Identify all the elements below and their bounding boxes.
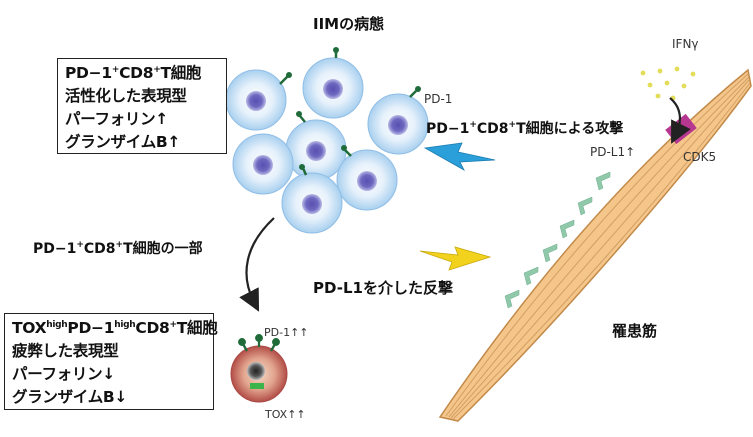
counterattack-bolt [419,246,492,271]
subset-label: PD−1+CD8+T細胞の一部 [33,240,203,258]
box-bottom-line3: パーフォリン↓ [12,365,115,383]
cdk5-label: CDK5 [683,150,717,164]
tcell [336,145,398,211]
box-top-line1: PD−1+CD8+T細胞 [65,64,202,82]
attack-bolt [423,142,496,171]
box-bottom-line1: TOXhighPD−1highCD8+T細胞 [12,319,218,337]
pd1-upup-label: PD-1↑↑ [264,326,309,339]
exhausted-tcell [230,334,288,403]
tcell [367,86,429,155]
exhausted-phenotype-box: TOXhighPD−1highCD8+T細胞 疲弊した表現型 パーフォリン↓ グ… [4,313,218,410]
pdl1-receptors [504,171,611,309]
box-top-line4: グランザイムB↑ [65,133,181,151]
box-bottom-line4: グランザイムB↓ [12,388,128,406]
tcell [281,164,343,234]
counterattack-label: PD-L1を介した反撃 [313,279,453,297]
tox-upup-label: TOX↑↑ [265,408,306,421]
box-top-line2: 活性化した表現型 [65,87,187,105]
tcell [302,47,364,119]
pd1-label: PD-1 [424,92,453,106]
ifn-arrow [669,97,691,144]
muscle-fiber [438,68,752,422]
differentiation-arrow [239,217,275,312]
tcell [285,111,347,181]
ifng-label: IFNγ [672,37,699,51]
attack-label: PD−1+CD8+T細胞による攻撃 [426,120,624,138]
activated-phenotype-box: PD−1+CD8+T細胞 活性化した表現型 パーフォリン↑ グランザイムB↑ [57,58,227,154]
tcell [225,69,292,131]
activated-tcell-cluster [225,47,429,234]
box-top-line3: パーフォリン↑ [65,110,168,128]
pdl1-up-label: PD-L1↑ [590,145,636,159]
box-bottom-line2: 疲弊した表現型 [12,342,119,360]
ifn-gamma-dots [640,66,696,101]
diagram-title: IIMの病態 [313,15,385,33]
affected-muscle-label: 罹患筋 [612,322,658,340]
tox-marker [250,383,264,389]
tcell [232,133,294,195]
